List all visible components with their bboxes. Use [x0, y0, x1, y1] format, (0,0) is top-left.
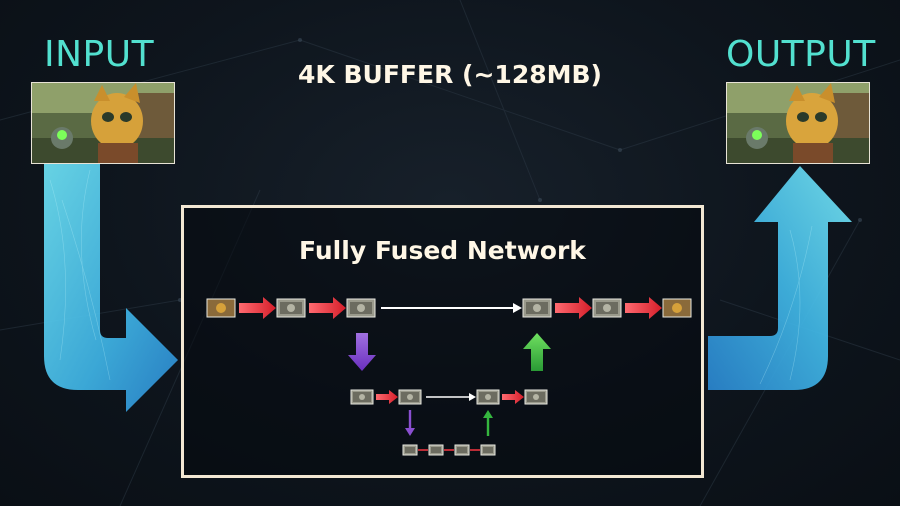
output-arrow	[708, 166, 852, 390]
purple-down-arrow-icon	[348, 333, 376, 371]
feature-map-icon	[276, 298, 306, 318]
output-image	[726, 82, 870, 164]
input-label: INPUT	[44, 34, 155, 75]
input-image	[31, 82, 175, 164]
feature-map-icon	[206, 298, 236, 318]
feature-map-icon	[662, 298, 692, 318]
feature-map-icon	[592, 298, 622, 318]
character-image-icon	[727, 83, 869, 163]
network-box: Fully Fused Network	[181, 205, 704, 478]
network-title: Fully Fused Network	[299, 236, 586, 265]
feature-map-icon	[398, 389, 422, 405]
feature-map-icon	[480, 444, 496, 456]
red-arrow-icon	[376, 390, 398, 404]
red-arrow-icon	[309, 297, 346, 319]
feature-map-icon	[476, 389, 500, 405]
green-up-arrow-icon	[523, 333, 551, 371]
red-arrow-icon	[625, 297, 662, 319]
feature-map-icon	[428, 444, 444, 456]
output-label: OUTPUT	[726, 34, 876, 75]
input-arrow	[44, 163, 178, 412]
feature-map-icon	[524, 389, 548, 405]
network-diagram	[206, 297, 692, 456]
buffer-title: 4K BUFFER (~128MB)	[298, 60, 602, 89]
red-arrow-icon	[502, 390, 524, 404]
character-image-icon	[32, 83, 174, 163]
feature-map-icon	[346, 298, 376, 318]
red-arrow-icon	[239, 297, 276, 319]
skip-arrow-icon	[426, 393, 476, 401]
feature-map-icon	[454, 444, 470, 456]
feature-map-icon	[350, 389, 374, 405]
skip-arrow-icon	[381, 303, 522, 313]
feature-map-icon	[402, 444, 418, 456]
green-up-arrow-icon	[483, 410, 493, 436]
purple-down-arrow-icon	[405, 410, 415, 436]
red-arrow-icon	[555, 297, 592, 319]
feature-map-icon	[522, 298, 552, 318]
